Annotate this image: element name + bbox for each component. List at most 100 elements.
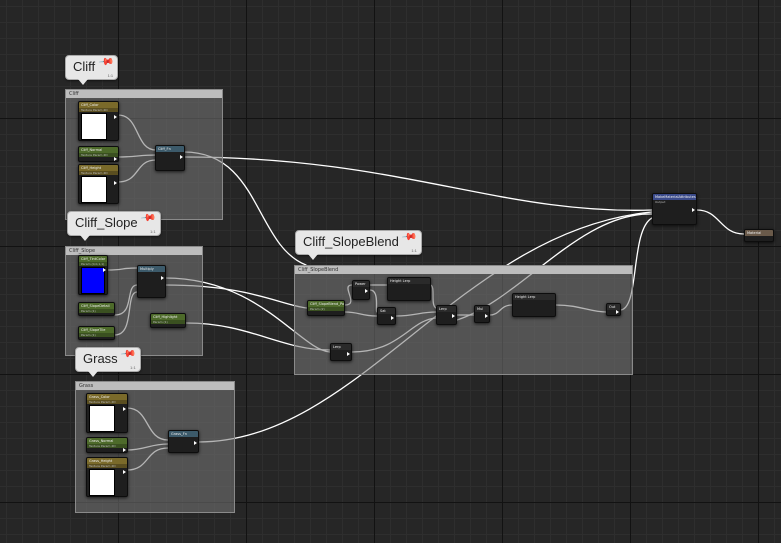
node-title: Cliff_Normal — [79, 147, 118, 153]
node-subtitle: Param (2) — [308, 307, 344, 311]
texture-node-cliff-normal[interactable]: Cliff_Normal Texture Param 2D — [78, 146, 119, 162]
output-node-blend[interactable]: Out — [606, 303, 621, 316]
node-title: Cliff_SlopeTile — [79, 327, 114, 333]
comment-bubble-cliff-slopeblend[interactable]: Cliff_SlopeBlend 📌 1:1 — [295, 229, 422, 260]
bubble-tail — [80, 235, 90, 241]
bubble-tail — [78, 79, 88, 85]
output-pin[interactable] — [123, 407, 126, 411]
texture-node-grass-color[interactable]: Grass_Color Texture Param 2D — [86, 393, 128, 433]
param-node-slope-detail[interactable]: Cliff_SlopeDetail Param (1) — [78, 302, 115, 316]
pin-icon[interactable]: 📌 — [140, 210, 157, 227]
function-node-cliff[interactable]: Cliff_Fn — [155, 145, 185, 171]
node-subtitle: Param (1) — [151, 320, 185, 324]
zoom-scale-label: 1:1 — [411, 248, 417, 253]
zoom-scale-label: 1:1 — [107, 73, 114, 78]
output-pin[interactable] — [103, 268, 106, 272]
pin-icon[interactable]: 📌 — [401, 229, 418, 246]
texture-preview — [89, 405, 115, 432]
comment-header: Cliff_Slope — [66, 247, 202, 255]
comment-header: Cliff — [66, 90, 222, 98]
output-pin[interactable] — [194, 441, 197, 445]
node-title: Cliff_Height — [79, 165, 118, 171]
multiply-node[interactable]: Mul — [474, 305, 490, 323]
function-node-slope[interactable]: Multiply — [137, 265, 166, 298]
pin-icon[interactable]: 📌 — [97, 54, 115, 71]
output-pin[interactable] — [180, 155, 183, 159]
node-title: Material — [745, 230, 773, 236]
node-subtitle: Output — [655, 200, 666, 204]
comment-bubble-grass[interactable]: Grass 📌 1:1 — [75, 346, 141, 377]
node-title: Cliff_Color — [79, 102, 118, 108]
output-pin[interactable] — [161, 276, 164, 280]
power-node[interactable]: Power — [352, 280, 370, 300]
lerp-node-bottom[interactable]: Lerp — [330, 343, 352, 361]
node-subtitle: Param (0,0,1,1) — [79, 262, 107, 266]
color-param-node-slope-tint[interactable]: Cliff_TintColor Param (0,0,1,1) — [78, 255, 108, 295]
node-subtitle: Texture Param 2D — [87, 444, 127, 448]
layer-blend-node[interactable]: MakeMaterialAttributes Output — [652, 193, 697, 225]
bubble-tail — [88, 371, 98, 377]
node-title: Sat — [378, 308, 395, 314]
node-title: Cliff_SlopeDetail — [79, 303, 114, 309]
node-title: Mul — [475, 306, 489, 312]
param-node-blend-power[interactable]: Cliff_SlopeBlend_Power Param (2) — [307, 300, 345, 316]
node-subtitle: Texture Param 2D — [87, 400, 127, 404]
saturate-node[interactable]: Sat — [377, 307, 396, 325]
node-subtitle: Texture Param 2D — [79, 171, 118, 175]
node-title: Height Lerp — [388, 278, 430, 284]
node-title: Height Lerp — [513, 294, 555, 300]
comment-bubble-cliff-slope[interactable]: Cliff_Slope 📌 1:1 — [67, 210, 161, 241]
output-pin[interactable] — [485, 314, 488, 318]
node-title: Grass_Normal — [87, 438, 127, 444]
node-title: Grass_Fn — [169, 431, 198, 437]
texture-node-cliff-height[interactable]: Cliff_Height Texture Param 2D — [78, 164, 119, 204]
texture-preview — [81, 176, 107, 203]
node-title: Power — [353, 281, 369, 287]
node-title: Lerp — [331, 344, 351, 350]
output-pin[interactable] — [123, 470, 126, 474]
output-pin[interactable] — [391, 316, 394, 320]
node-title: MakeMaterialAttributes — [653, 194, 696, 200]
texture-node-grass-normal[interactable]: Grass_Normal Texture Param 2D — [86, 437, 128, 453]
node-subtitle: Texture Param 2D — [79, 108, 118, 112]
material-output-node[interactable]: Material — [744, 229, 774, 242]
node-title: Grass_Color — [87, 394, 127, 400]
zoom-scale-label: 1:1 — [130, 365, 136, 370]
output-pin[interactable] — [616, 310, 619, 314]
node-title: Grass_Height — [87, 458, 127, 464]
height-lerp-node-2[interactable]: Height Lerp — [512, 293, 556, 317]
param-node-slope-tile[interactable]: Cliff_SlopeTile Param (1) — [78, 326, 115, 340]
output-pin[interactable] — [347, 352, 350, 356]
output-pin[interactable] — [365, 289, 368, 293]
comment-bubble-label: Cliff_Slope — [75, 215, 138, 230]
output-pin[interactable] — [114, 115, 117, 119]
comment-bubble-label: Grass — [83, 351, 118, 366]
comment-header: Grass — [76, 382, 234, 390]
output-pin[interactable] — [123, 448, 126, 452]
output-pin[interactable] — [114, 181, 117, 185]
lerp-node[interactable]: Lerp — [436, 305, 457, 325]
output-pin[interactable] — [114, 157, 117, 161]
node-title: Out — [607, 304, 620, 310]
node-title: Cliff_SlopeBlend_Power — [308, 301, 344, 307]
node-subtitle: Param (1) — [79, 333, 114, 337]
texture-node-grass-height[interactable]: Grass_Height Texture Param 2D — [86, 457, 128, 497]
function-node-grass[interactable]: Grass_Fn — [168, 430, 199, 453]
wire — [696, 209, 745, 235]
color-preview — [81, 267, 105, 294]
comment-box-cliff-slopeblend[interactable]: Cliff_SlopeBlend — [294, 265, 633, 375]
texture-preview — [81, 113, 107, 140]
pin-icon[interactable]: 📌 — [120, 346, 137, 363]
param-node-slope-highlight[interactable]: Cliff_Highlight Param (1) — [150, 313, 186, 328]
texture-node-cliff-color[interactable]: Cliff_Color Texture Param 2D — [78, 101, 119, 141]
comment-bubble-cliff[interactable]: Cliff 📌 1:1 — [65, 54, 119, 85]
height-lerp-node[interactable]: Height Lerp — [387, 277, 431, 301]
output-pin[interactable] — [452, 314, 455, 318]
output-pin[interactable] — [692, 208, 695, 212]
zoom-scale-label: 1:1 — [150, 229, 156, 234]
node-title: Lerp — [437, 306, 456, 312]
bubble-tail — [308, 254, 318, 260]
comment-bubble-label: Cliff — [73, 59, 96, 74]
comment-header: Cliff_SlopeBlend — [295, 266, 632, 274]
comment-bubble-label: Cliff_SlopeBlend — [303, 234, 399, 249]
